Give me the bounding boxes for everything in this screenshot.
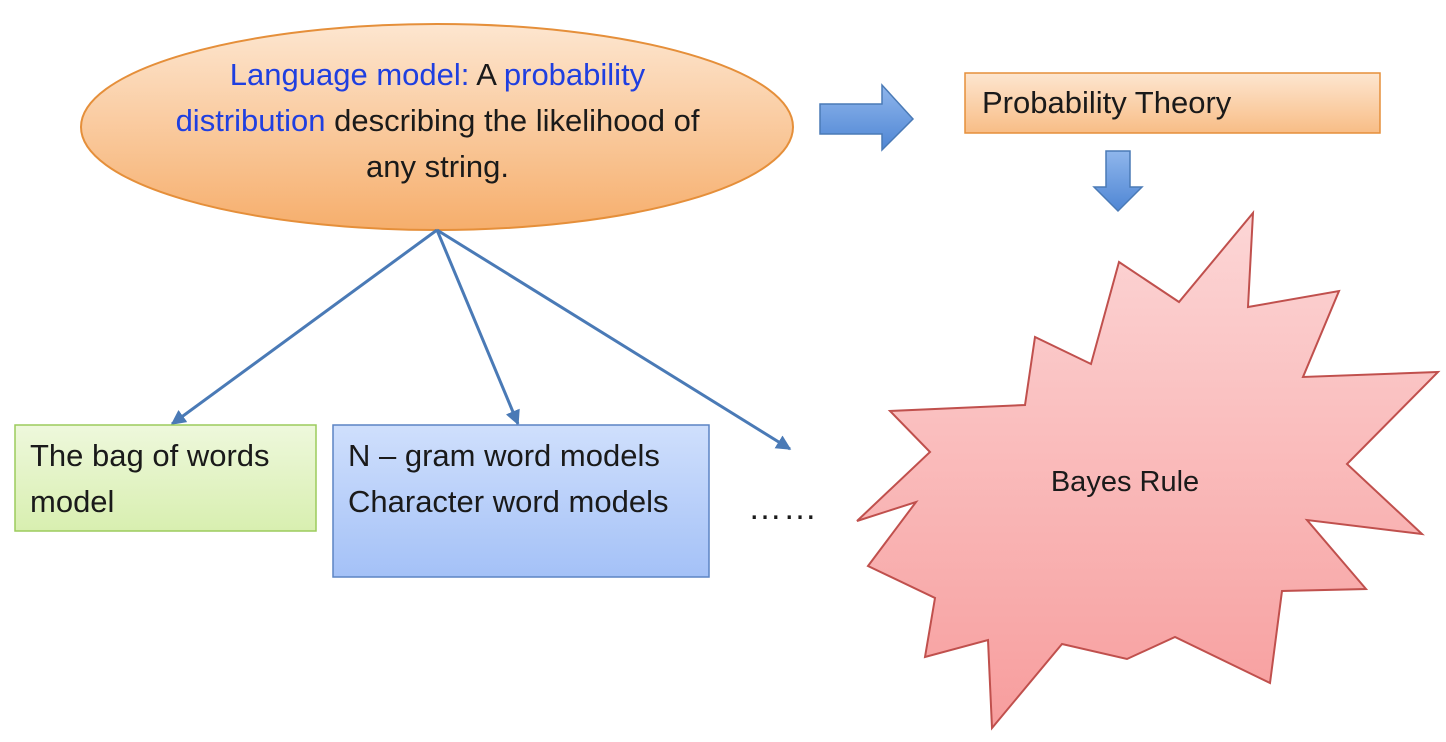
connector-line-bag-of-words [170,228,438,426]
bag-of-words-label: The bag of words model [30,438,270,519]
bayes-rule-label: Bayes Rule [1050,466,1200,498]
language-model-connector: A [469,57,504,92]
bayes-rule-starburst [856,210,1441,731]
character-word-models-line: Character word models [348,484,669,519]
connector-line-ngram [435,229,520,426]
connector-line-ellipsis [436,228,792,451]
ellipsis-label: …… [748,489,818,527]
ngram-word-models-line: N – gram word models [348,438,660,473]
bag-of-words-box [14,424,317,532]
probability-theory-box [964,72,1381,134]
right-block-arrow-icon [819,83,915,152]
language-model-term: Language model: [229,57,470,92]
language-model-text: Language model: A probability distributi… [160,52,715,190]
ngram-models-box [332,424,710,578]
down-block-arrow-icon [1092,150,1144,213]
ngram-models-label: N – gram word models Character word mode… [348,433,708,525]
language-model-description: describing the likelihood of any string. [325,103,700,184]
probability-theory-label: Probability Theory [982,85,1232,120]
probability-distribution-term: probability distribution [175,57,646,138]
